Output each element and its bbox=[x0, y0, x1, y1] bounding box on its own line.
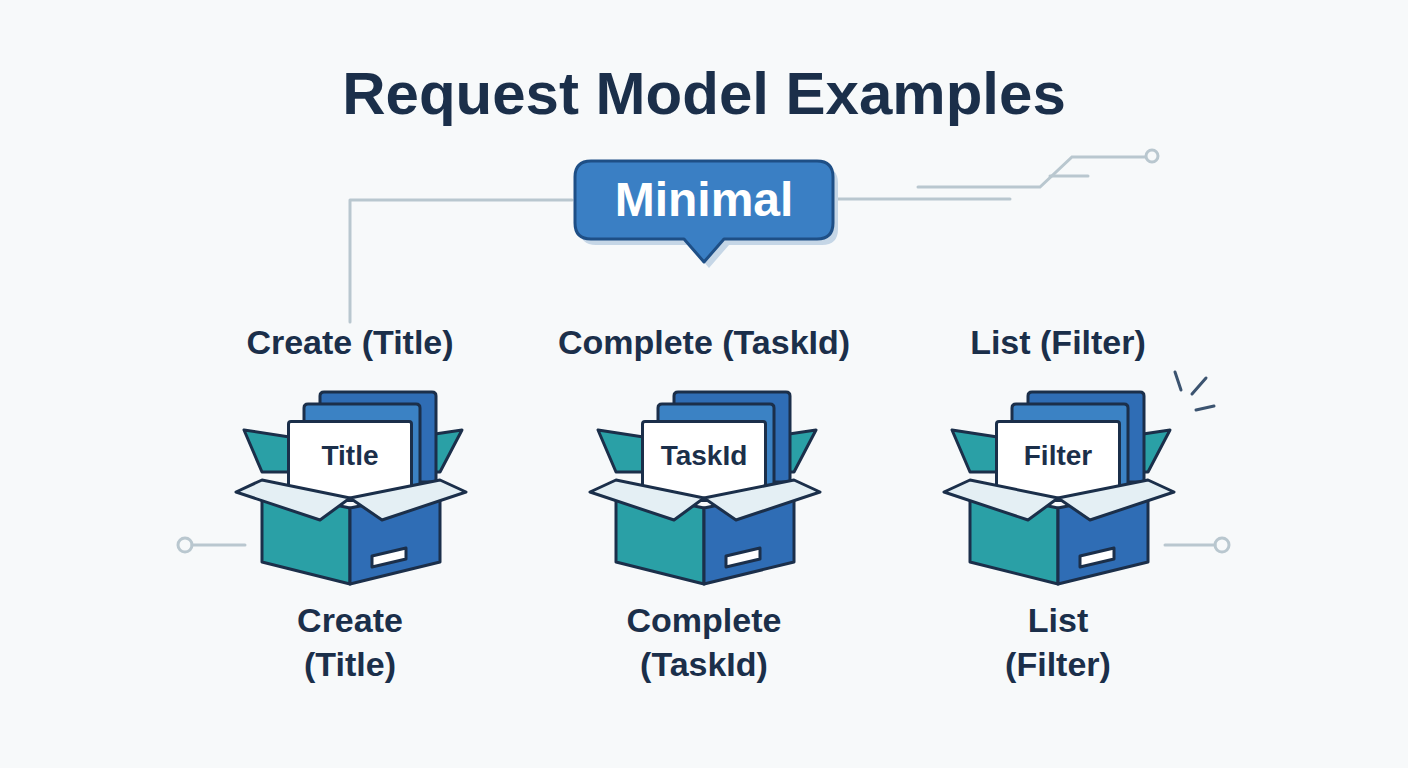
box-front-face bbox=[970, 490, 1058, 584]
content-card: Filter bbox=[995, 420, 1121, 502]
box-front-face bbox=[262, 490, 350, 584]
circuit-line bbox=[1050, 175, 1088, 178]
open-box: Complete (TaskId)Complete (TaskId)TaskId bbox=[554, 322, 854, 692]
circuit-node bbox=[1146, 150, 1158, 162]
open-box: Create (Title)Create (Title)Title bbox=[200, 322, 500, 692]
box-inner-flap bbox=[762, 430, 816, 472]
circuit-line bbox=[192, 544, 245, 547]
sparkle-mark bbox=[1196, 406, 1214, 410]
box-caption: Complete (TaskId) bbox=[609, 598, 799, 686]
box-inner-flap bbox=[408, 430, 462, 472]
content-card: TaskId bbox=[641, 420, 767, 502]
box-heading: Create (Title) bbox=[160, 322, 540, 362]
connector-line bbox=[350, 200, 572, 322]
sparkle-mark bbox=[1175, 372, 1181, 390]
box-label-slot bbox=[726, 548, 760, 567]
box-inner-flap bbox=[1116, 430, 1170, 472]
box-heading: Complete (TaskId) bbox=[514, 322, 894, 362]
circuit-node bbox=[1215, 538, 1229, 552]
circuit-line bbox=[1165, 544, 1215, 547]
box-caption: Create (Title) bbox=[255, 598, 445, 686]
box-caption: List (Filter) bbox=[983, 598, 1133, 686]
diagram-title: Request Model Examples bbox=[0, 56, 1408, 132]
card-label: Filter bbox=[998, 439, 1118, 473]
box-side-face bbox=[1058, 490, 1148, 584]
speech-bubble: Minimal bbox=[572, 158, 836, 266]
circuit-line bbox=[836, 198, 1010, 201]
box-side-face bbox=[704, 490, 794, 584]
circuit-node bbox=[178, 538, 192, 552]
card-label: TaskId bbox=[644, 439, 764, 473]
box-label-slot bbox=[372, 548, 406, 567]
box-label-slot bbox=[1080, 548, 1114, 567]
box-heading: List (Filter) bbox=[868, 322, 1248, 362]
open-box: List (Filter)List (Filter)Filter bbox=[908, 322, 1208, 692]
box-front-face bbox=[616, 490, 704, 584]
sparkle-mark bbox=[1192, 378, 1206, 394]
circuit-line bbox=[918, 157, 1145, 187]
card-label: Title bbox=[290, 439, 410, 473]
content-card: Title bbox=[287, 420, 413, 502]
box-side-face bbox=[350, 490, 440, 584]
bubble-label: Minimal bbox=[572, 158, 836, 242]
